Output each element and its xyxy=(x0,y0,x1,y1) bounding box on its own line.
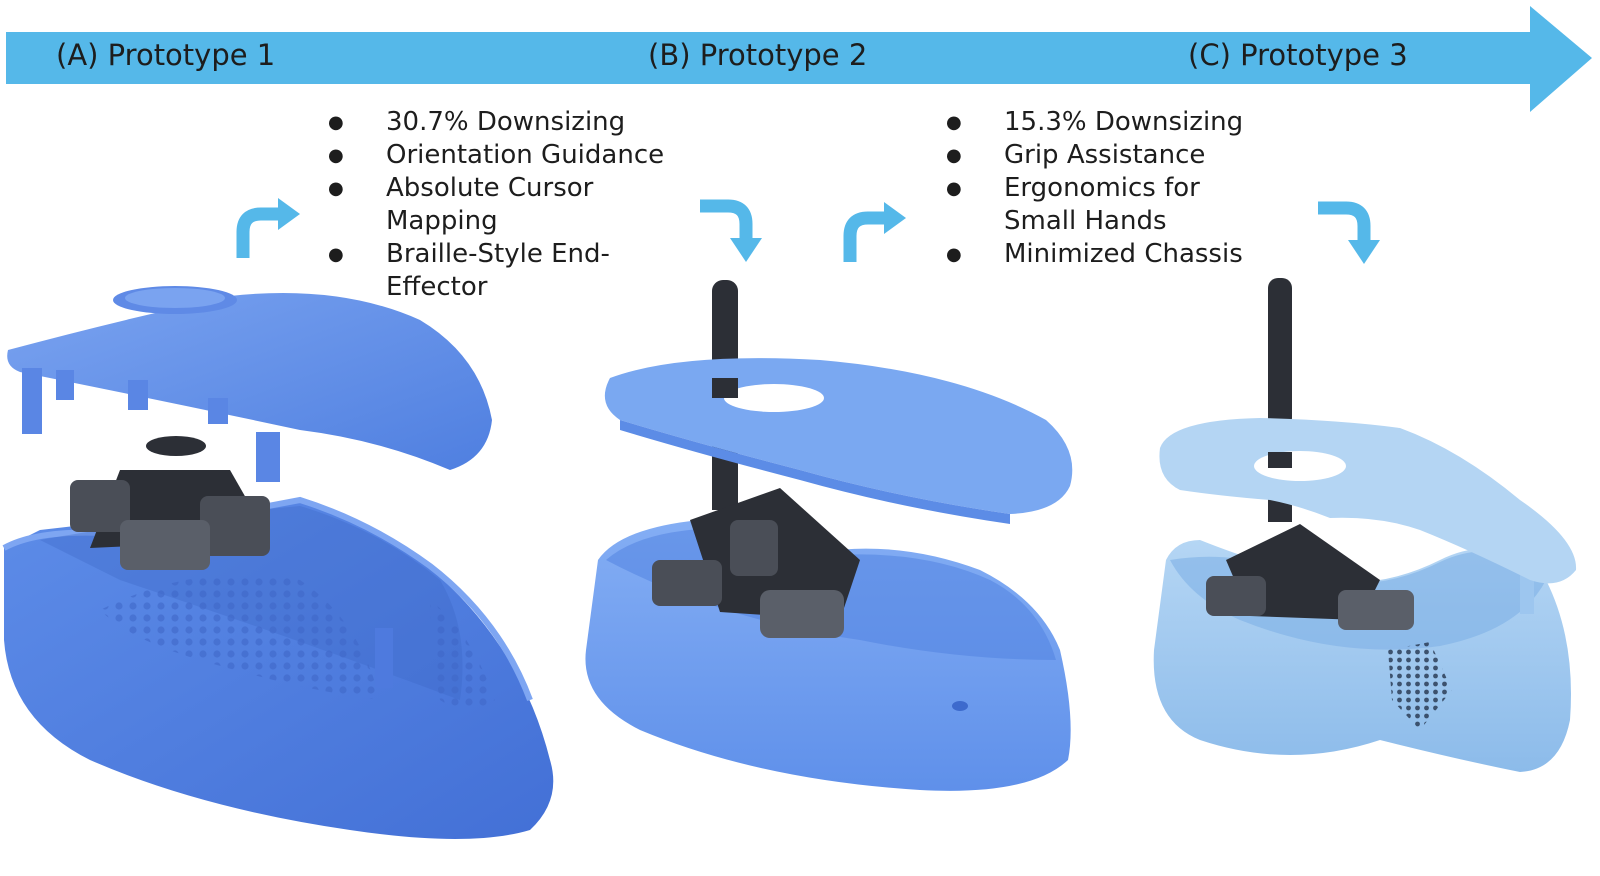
arrow-head-icon xyxy=(730,238,762,262)
stage-label-prototype-2: (B) Prototype 2 xyxy=(648,38,868,72)
arrow-head-icon xyxy=(884,202,906,234)
stage-label-prototype-1: (A) Prototype 1 xyxy=(56,38,276,72)
stage-label-prototype-3: (C) Prototype 3 xyxy=(1188,38,1408,72)
curved-arrow-icon xyxy=(236,207,280,258)
list-item: Minimized Chassis xyxy=(946,238,1266,271)
curved-arrow-icon xyxy=(700,199,753,240)
prototype-1-device xyxy=(2,286,554,839)
list-item: Orientation Guidance xyxy=(328,139,668,172)
arrow-head-icon xyxy=(278,198,300,230)
list-item: Grip Assistance xyxy=(946,139,1266,172)
curved-arrow-icon xyxy=(843,211,886,262)
list-item: Ergonomics for Small Hands xyxy=(946,172,1266,238)
changes-list-a-to-b: 30.7% Downsizing Orientation Guidance Ab… xyxy=(328,106,668,304)
list-item: Absolute Cursor Mapping xyxy=(328,172,668,238)
curved-arrow-icon xyxy=(1318,201,1371,242)
list-item: 30.7% Downsizing xyxy=(328,106,668,139)
prototype-3-device xyxy=(1153,278,1577,772)
changes-list-b-to-c: 15.3% Downsizing Grip Assistance Ergonom… xyxy=(946,106,1266,271)
arrow-head-icon xyxy=(1348,240,1380,264)
list-item: 15.3% Downsizing xyxy=(946,106,1266,139)
prototype-2-device xyxy=(585,280,1073,791)
list-item: Braille-Style End-Effector xyxy=(328,238,668,304)
